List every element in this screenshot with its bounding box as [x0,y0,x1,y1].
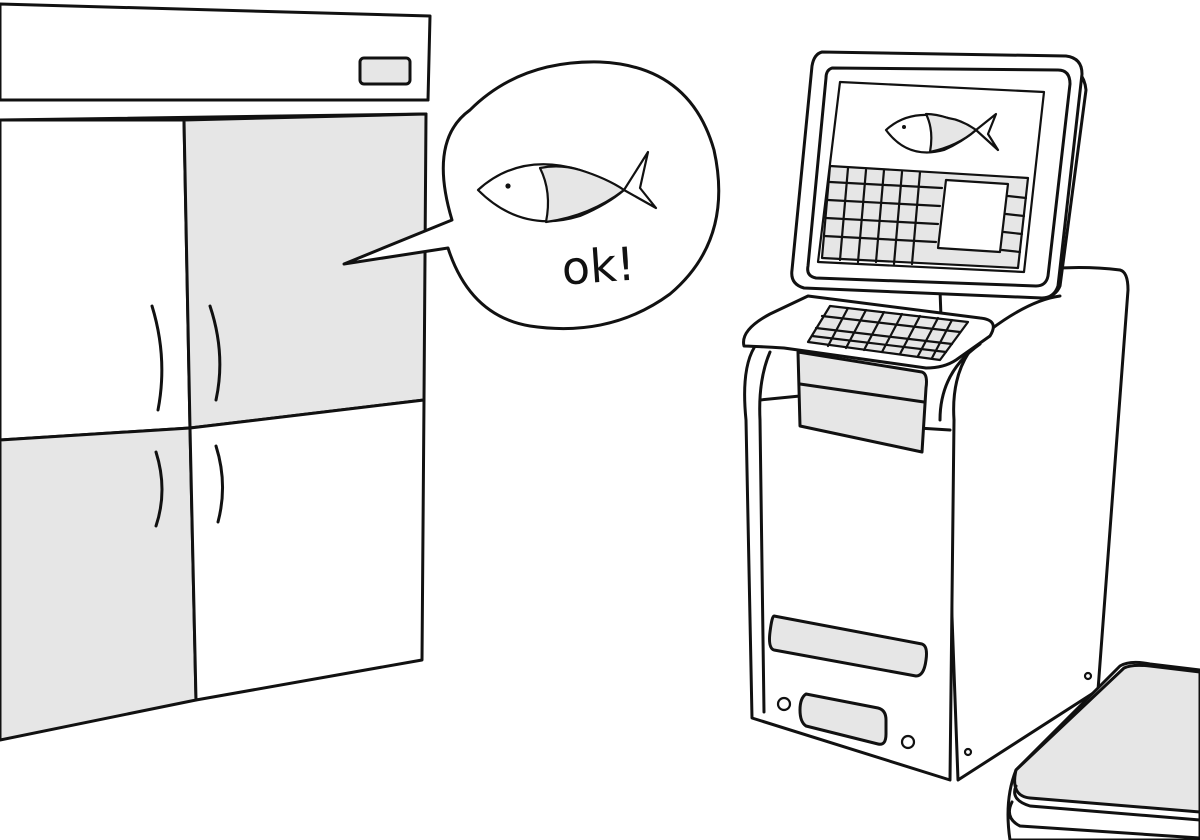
fridge-door-bottom-left[interactable] [0,426,198,742]
fridge-door-bottom-right[interactable] [188,398,426,702]
button-indicator[interactable] [776,696,792,712]
speech-bubble: ok! [342,60,721,331]
refrigerator [0,2,432,742]
screen-button-grid[interactable] [820,164,1030,270]
fridge-handle[interactable] [150,304,164,412]
kiosk-terminal [742,50,1130,782]
keypad[interactable] [806,304,970,362]
fridge-display-panel [358,56,412,86]
speech-bubble-text: ok! [560,237,637,296]
fish-icon [884,112,1000,154]
card-slot[interactable] [798,692,888,746]
receipt-tray[interactable] [796,350,928,454]
ticket-slot[interactable] [768,614,928,678]
fridge-handle[interactable] [214,444,225,524]
fish-icon [476,150,658,224]
weighing-scale [1006,660,1200,840]
button-indicator[interactable] [900,734,916,750]
fridge-handle[interactable] [208,304,222,402]
fridge-handle[interactable] [154,450,164,528]
